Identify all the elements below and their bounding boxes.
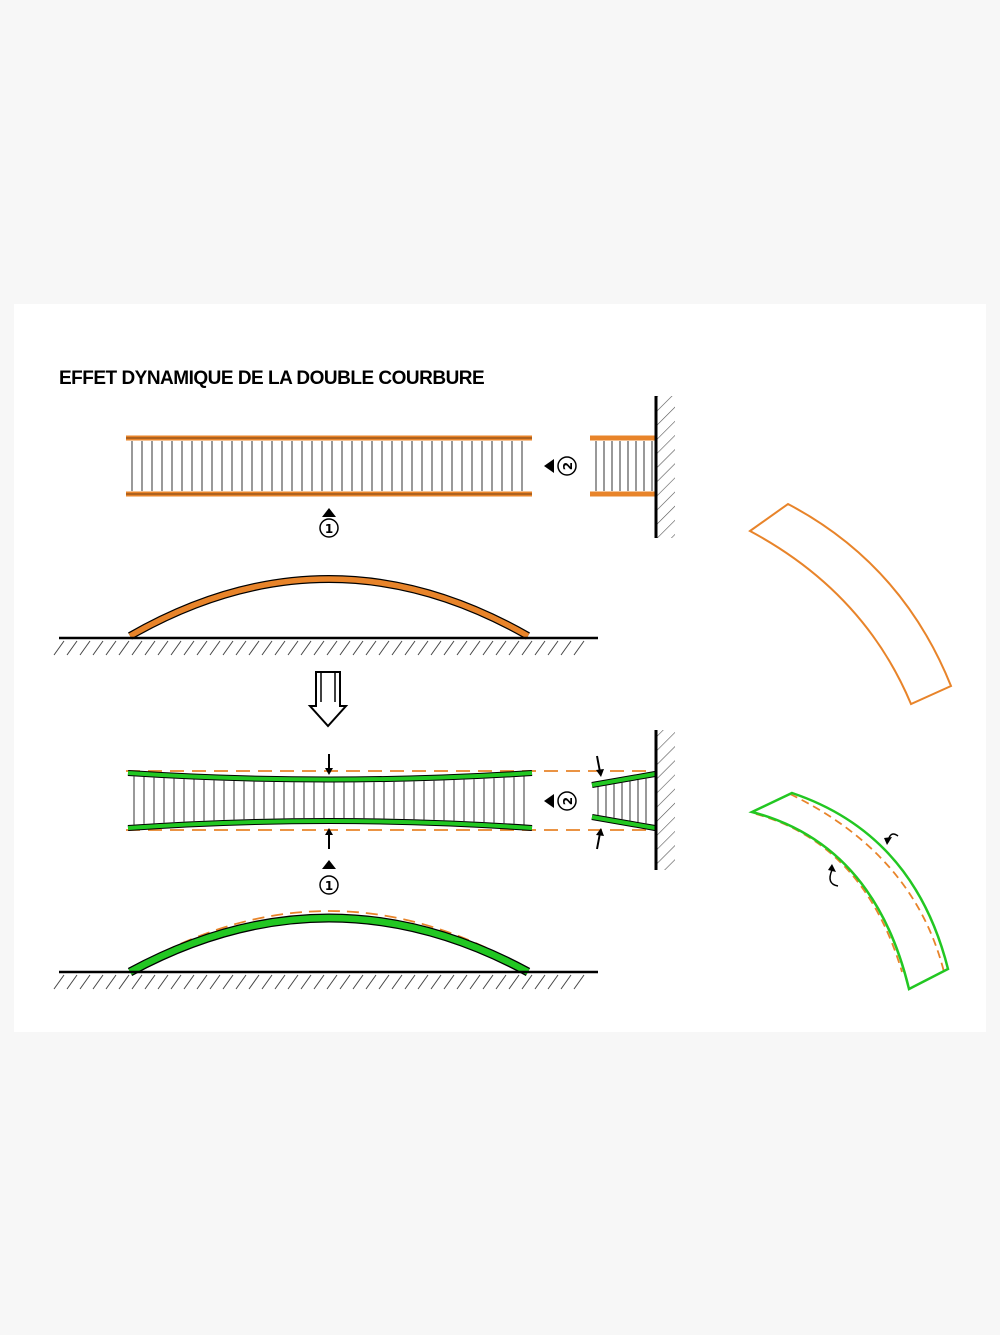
beam-bottom-deformed — [126, 770, 654, 831]
marker-1-bottom: 1 — [319, 860, 339, 895]
marker-circle — [557, 791, 577, 811]
beam-bottom-flange-upper — [127, 771, 533, 782]
marker-2-label: 2 — [561, 462, 575, 470]
pointer-triangle-icon — [322, 508, 336, 517]
diagram-panel: EFFET DYNAMIQUE DE LA DOUBLE COURBURE 1 … — [14, 304, 986, 1032]
beam-bottom-flange-lower — [127, 819, 533, 830]
beam-top-initial — [126, 435, 532, 497]
curved-section-initial — [748, 502, 953, 706]
down-arrow-icon — [307, 671, 349, 728]
rotation-arrow-icon — [884, 833, 899, 845]
marker-1-label: 1 — [325, 879, 333, 893]
pointer-triangle-icon — [322, 860, 336, 869]
diagram-canvas: 1 2 — [53, 396, 953, 991]
pointer-triangle-icon — [544, 794, 554, 808]
marker-1-label: 1 — [325, 522, 333, 536]
marker-2-bottom: 2 — [544, 791, 577, 811]
curved-section-deformed — [748, 791, 950, 991]
beam-bottom-web-lines — [133, 776, 525, 825]
rotation-arrow-icon — [828, 864, 839, 887]
marker-circle — [557, 456, 577, 476]
beam-bottom-section — [591, 755, 656, 850]
marker-1-top: 1 — [319, 508, 339, 538]
wall-bottom — [654, 730, 675, 870]
force-arrow-icon — [325, 754, 333, 849]
pointer-triangle-icon — [544, 459, 554, 473]
wall-top — [654, 396, 675, 538]
beam-top-section — [590, 435, 655, 497]
diagram-title: EFFET DYNAMIQUE DE LA DOUBLE COURBURE — [59, 368, 485, 389]
ground-bottom — [53, 970, 598, 990]
marker-2-label: 2 — [561, 797, 575, 805]
arch-top-initial — [128, 575, 530, 640]
marker-circle — [319, 518, 339, 538]
marker-2-top: 2 — [544, 456, 577, 476]
marker-circle — [319, 875, 339, 895]
beam-top-web-lines — [131, 441, 523, 491]
ground-top — [53, 636, 598, 656]
arch-bottom-deformed — [127, 910, 531, 976]
